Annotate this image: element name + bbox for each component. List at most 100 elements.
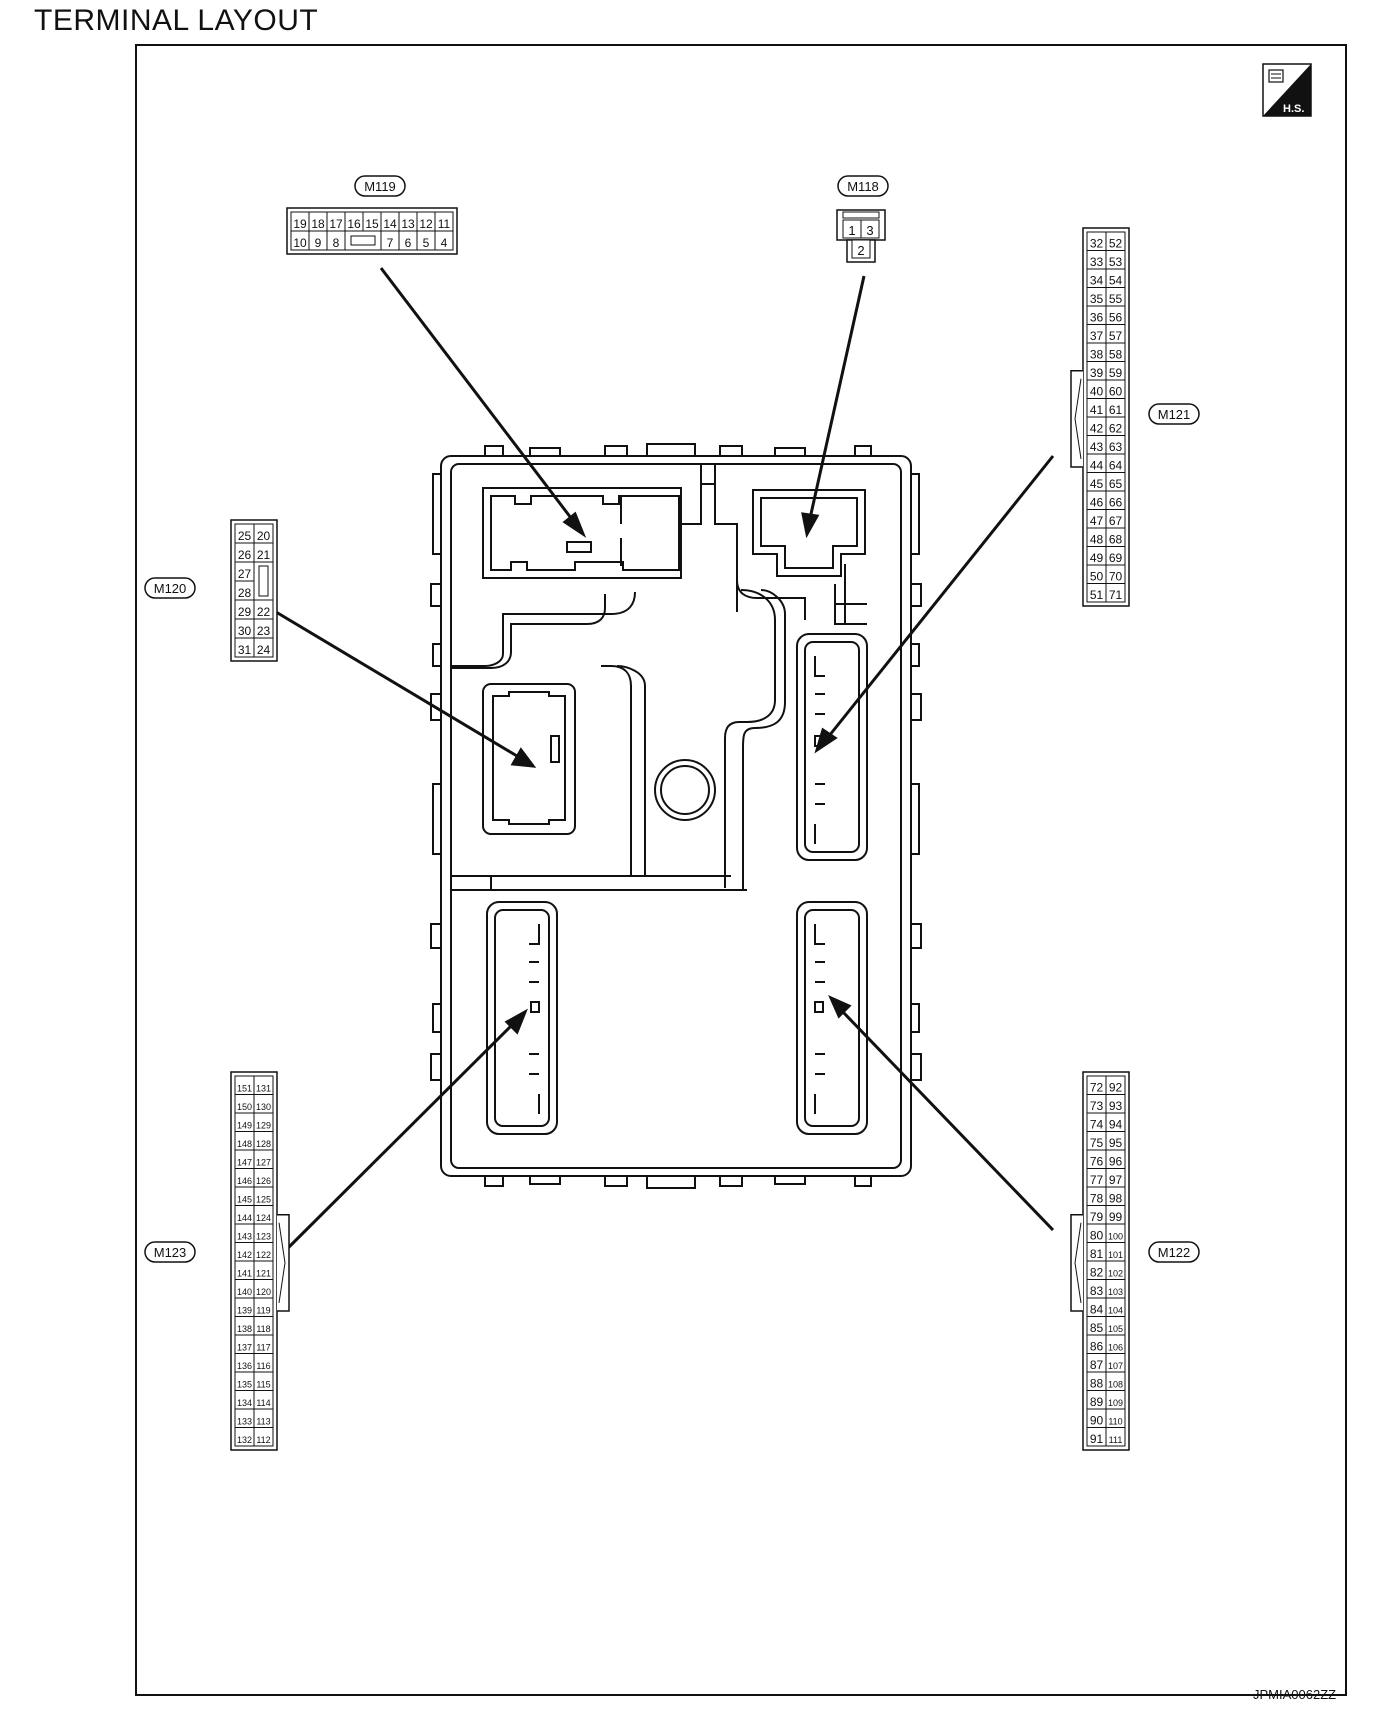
hs-badge-text: H.S. <box>1283 103 1304 115</box>
pin-4-cell <box>434 230 454 251</box>
pin-76: 76 <box>1090 1155 1104 1169</box>
pin-105: 105 <box>1108 1324 1123 1334</box>
pin-99: 99 <box>1109 1210 1123 1224</box>
pin-32: 32 <box>1090 237 1104 251</box>
pin-11: 11 <box>438 217 451 231</box>
pin-62: 62 <box>1109 422 1123 436</box>
pin-53: 53 <box>1109 255 1123 269</box>
pin-137: 137 <box>237 1343 252 1353</box>
pin-68: 68 <box>1109 533 1123 547</box>
label-m119: M119 <box>354 175 406 197</box>
pin-56: 56 <box>1109 311 1123 325</box>
pin-10: 10 <box>293 236 307 250</box>
pin-111-cell <box>1105 1427 1126 1447</box>
pin-144: 144 <box>237 1213 252 1223</box>
pin-29: 29 <box>238 605 252 619</box>
pin-126: 126 <box>256 1176 271 1186</box>
pin-95: 95 <box>1109 1136 1123 1150</box>
pin-42: 42 <box>1090 422 1104 436</box>
pin-30: 30 <box>238 624 252 638</box>
pin-93: 93 <box>1109 1099 1123 1113</box>
pin-70: 70 <box>1109 570 1123 584</box>
connector-m121-latch-mark <box>1074 378 1082 460</box>
svg-text:M119: M119 <box>364 179 396 194</box>
pin-114: 114 <box>256 1398 270 1408</box>
pin-9: 9 <box>315 236 322 250</box>
pin-21: 21 <box>257 548 271 562</box>
pin-119: 119 <box>256 1306 270 1316</box>
pin-130: 130 <box>256 1102 271 1112</box>
pin-25: 25 <box>238 529 252 543</box>
pin-67: 67 <box>1109 514 1123 528</box>
pin-101: 101 <box>1108 1250 1123 1260</box>
pin-138: 138 <box>237 1324 252 1334</box>
svg-text:M121: M121 <box>1158 407 1191 422</box>
pin-103: 103 <box>1108 1287 1123 1297</box>
pin-81: 81 <box>1090 1247 1104 1261</box>
svg-text:M122: M122 <box>1158 1245 1191 1260</box>
pin-66: 66 <box>1109 496 1123 510</box>
pin-112-cell <box>253 1427 274 1447</box>
pin-106: 106 <box>1108 1343 1123 1353</box>
pin-75: 75 <box>1090 1136 1104 1150</box>
pin-71: 71 <box>1109 588 1123 602</box>
pin-104: 104 <box>1108 1306 1123 1316</box>
pin-65: 65 <box>1109 477 1123 491</box>
pin-115: 115 <box>256 1380 270 1390</box>
pin-69: 69 <box>1109 551 1123 565</box>
pin-91: 91 <box>1090 1432 1104 1446</box>
pin-4: 4 <box>441 236 448 250</box>
pin-141: 141 <box>237 1269 252 1279</box>
pin-122: 122 <box>256 1250 271 1260</box>
pin-50: 50 <box>1090 570 1104 584</box>
connector-m123-face: 1511501491481471461451441431421411401391… <box>230 1071 290 1451</box>
pin-87: 87 <box>1090 1358 1104 1372</box>
pin-139: 139 <box>237 1306 252 1316</box>
connector-labels: M119 M118 M120 M121 M122 M123 <box>144 175 1200 1263</box>
pin-118: 118 <box>256 1324 270 1334</box>
pin-19: 19 <box>293 217 307 231</box>
pin-97: 97 <box>1109 1173 1123 1187</box>
pin-136: 136 <box>237 1361 252 1371</box>
pin-28: 28 <box>238 586 252 600</box>
pin-102: 102 <box>1108 1269 1123 1279</box>
pin-48: 48 <box>1090 533 1104 547</box>
pin-135: 135 <box>237 1380 252 1390</box>
pin-71-cell <box>1105 583 1126 603</box>
pin-111: 111 <box>1109 1435 1123 1445</box>
connector-m121-latch <box>1070 370 1083 468</box>
pin-129: 129 <box>256 1121 271 1131</box>
pin-18: 18 <box>311 217 325 231</box>
pin-36: 36 <box>1090 311 1104 325</box>
svg-text:M123: M123 <box>154 1245 187 1260</box>
pin-85: 85 <box>1090 1321 1104 1335</box>
pin-120: 120 <box>256 1287 271 1297</box>
pin-33: 33 <box>1090 255 1104 269</box>
connector-m119-key-slot <box>350 235 376 246</box>
pin-83: 83 <box>1090 1284 1104 1298</box>
pin-55: 55 <box>1109 292 1123 306</box>
pin-47: 47 <box>1090 514 1104 528</box>
pin-109: 109 <box>1108 1398 1123 1408</box>
pin-82: 82 <box>1090 1266 1104 1280</box>
junction-block <box>430 443 922 1189</box>
pin-100: 100 <box>1108 1232 1123 1242</box>
pin-58: 58 <box>1109 348 1123 362</box>
pin-142: 142 <box>237 1250 252 1260</box>
pin-94: 94 <box>1109 1118 1123 1132</box>
pin-23: 23 <box>257 624 271 638</box>
pin-88: 88 <box>1090 1377 1104 1391</box>
pin-14: 14 <box>383 217 397 231</box>
pin-79: 79 <box>1090 1210 1104 1224</box>
pin-52: 52 <box>1109 237 1123 251</box>
pin-133: 133 <box>237 1417 252 1427</box>
pin-89: 89 <box>1090 1395 1104 1409</box>
label-m122: M122 <box>1148 1241 1200 1263</box>
label-m120: M120 <box>144 577 196 599</box>
connector-m122-latch <box>1070 1214 1083 1312</box>
pin-24: 24 <box>257 643 271 657</box>
pin-12: 12 <box>419 217 433 231</box>
connector-m120-key <box>253 561 274 601</box>
pin-7: 7 <box>387 236 394 250</box>
pin-110: 110 <box>1108 1417 1122 1427</box>
